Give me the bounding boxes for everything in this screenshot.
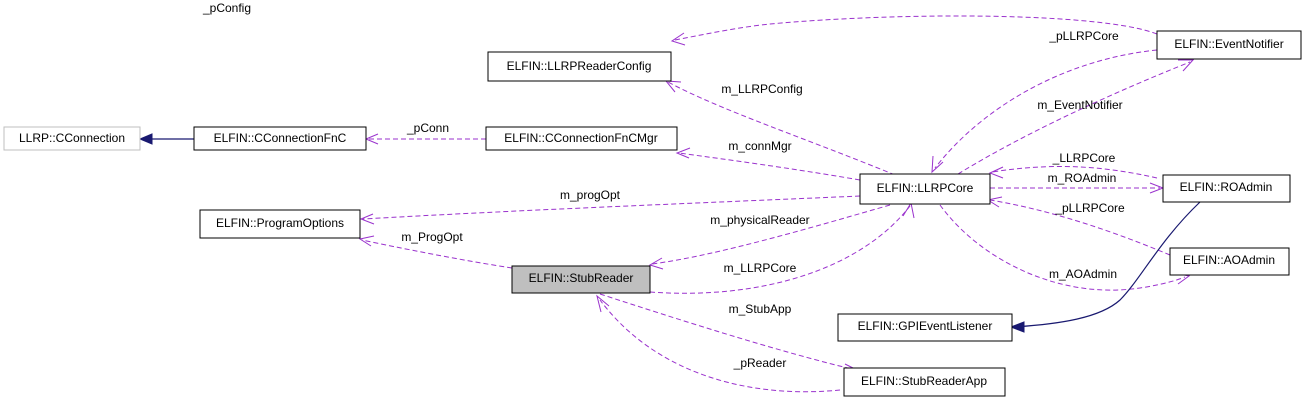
edge-label-m-aoadmin: m_AOAdmin	[1049, 267, 1117, 281]
edge-label-llrpcore-roadmin: _LLRPCore	[1052, 151, 1116, 165]
node-cconnection[interactable]: LLRP::CConnection	[3, 126, 141, 151]
node-programoptions[interactable]: ELFIN::ProgramOptions	[199, 209, 361, 239]
edge-label-m-physicalreader: m_physicalReader	[710, 213, 809, 227]
node-label-llrpcore: ELFIN::LLRPCore	[877, 181, 974, 195]
edge-llrpcore-roadmin-arrowhead	[988, 166, 1004, 179]
edge-label-pconn: _pConn	[406, 121, 449, 135]
node-label-cconnectionfnc: ELFIN::CConnectionFnC	[214, 131, 347, 145]
node-label-cconnection: LLRP::CConnection	[19, 131, 125, 145]
node-llrpcore[interactable]: ELFIN::LLRPCore	[859, 173, 991, 205]
edge-m-progopt-stub-arrowhead	[358, 235, 375, 247]
edge-label-pllrpcore-eventnotifier: _pLLRPCore	[1048, 29, 1119, 43]
edge-label-m-llrpcore: m_LLRPCore	[724, 261, 797, 275]
node-gpieventlistener[interactable]: ELFIN::GPIEventListener	[837, 313, 1013, 342]
node-label-aoadmin: ELFIN::AOAdmin	[1183, 253, 1275, 267]
edge-m-physicalreader	[651, 204, 891, 265]
edge-label-m-progopt: m_progOpt	[560, 188, 621, 202]
node-label-stubreader: ELFIN::StubReader	[529, 271, 634, 285]
edge-m-eventnotifier	[957, 61, 1191, 175]
edge-inherit-cconnection-arrowhead	[138, 133, 153, 145]
node-label-programoptions: ELFIN::ProgramOptions	[216, 216, 344, 230]
edge-m-connmgr	[678, 152, 861, 181]
edge-m-connmgr-arrowhead	[675, 147, 691, 159]
edge-inherit-gpieventlistener-arrowhead	[1009, 321, 1025, 333]
edge-label-m-progopt-stub: m_ProgOpt	[401, 230, 463, 244]
edge-m-llrpcore-arrowhead	[902, 201, 915, 219]
node-eventnotifier[interactable]: ELFIN::EventNotifier	[1156, 30, 1302, 60]
node-cconnectionfncmgr[interactable]: ELFIN::CConnectionFnCMgr	[485, 126, 678, 151]
edge-label-preader: _pReader	[733, 356, 787, 370]
edge-label-m-stubapp: m_StubApp	[729, 302, 792, 316]
edge-m-progopt	[362, 195, 861, 220]
edge-m-aoadmin	[939, 204, 1186, 291]
edge-label-pllrpcore-aoadmin: _pLLRPCore	[1054, 201, 1125, 215]
node-label-gpieventlistener: ELFIN::GPIEventListener	[858, 319, 993, 333]
edge-m-stubapp	[599, 293, 857, 371]
edge-label-pconfig-text: _pConfig	[202, 1, 251, 15]
node-llrpreaderconfig[interactable]: ELFIN::LLRPReaderConfig	[487, 51, 672, 82]
edge-preader	[599, 299, 841, 393]
edge-m-llrpconfig	[667, 81, 896, 176]
edge-inherit-gpieventlistener	[1013, 201, 1201, 328]
edge-m-progopt-arrowhead	[359, 213, 375, 225]
edge-pllrpcore-eventnotifier	[934, 49, 1158, 169]
node-label-llrpreaderconfig: ELFIN::LLRPReaderConfig	[507, 59, 652, 73]
edge-preader-arrowhead	[596, 294, 610, 313]
edge-label-m-connmgr: m_connMgr	[728, 139, 791, 153]
edge-m-eventnotifier-arrowhead	[1178, 59, 1195, 72]
edge-label-m-eventnotifier: m_EventNotifier	[1037, 98, 1122, 112]
edge-llrpcore-roadmin	[991, 165, 1158, 179]
edge-m-physicalreader-arrowhead	[648, 257, 664, 270]
node-label-roadmin: ELFIN::ROAdmin	[1180, 180, 1273, 194]
node-aoadmin[interactable]: ELFIN::AOAdmin	[1169, 247, 1290, 276]
node-stubreaderapp[interactable]: ELFIN::StubReaderApp	[843, 367, 1006, 397]
node-label-stubreaderapp: ELFIN::StubReaderApp	[861, 374, 987, 388]
node-stubreader[interactable]: ELFIN::StubReader	[511, 265, 651, 294]
node-cconnectionfnc[interactable]: ELFIN::CConnectionFnC	[193, 126, 367, 151]
edge-label-m-llrpconfig: m_LLRPConfig	[721, 82, 802, 96]
node-roadmin[interactable]: ELFIN::ROAdmin	[1162, 174, 1291, 203]
edge-m-progopt-stub	[361, 239, 513, 269]
edge-label-m-roadmin: m_ROAdmin	[1048, 171, 1117, 185]
node-label-eventnotifier: ELFIN::EventNotifier	[1174, 37, 1283, 51]
edge-pllrpcore-eventnotifier-arrowhead	[931, 155, 944, 174]
node-label-cconnectionfncmgr: ELFIN::CConnectionFnCMgr	[504, 131, 657, 145]
edge-m-llrpcore	[649, 205, 911, 294]
edge-pconfig-arrowhead	[670, 32, 686, 46]
